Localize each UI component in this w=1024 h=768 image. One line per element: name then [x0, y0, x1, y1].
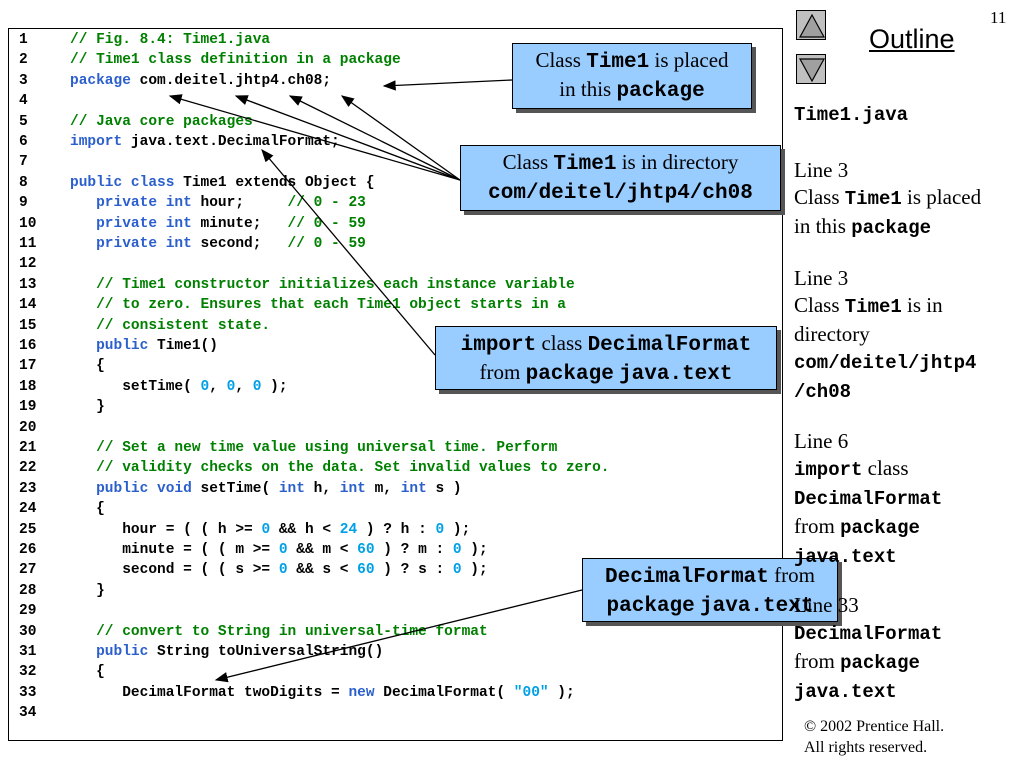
code-text: // Java core packages	[70, 113, 253, 130]
line-number: 2	[19, 52, 28, 69]
code-text: }	[70, 399, 105, 416]
line-number: 19	[19, 399, 37, 416]
code-text: // Time1 constructor initializes each in…	[96, 276, 575, 293]
line-number: 31	[19, 644, 37, 660]
arrow-dir-3	[288, 95, 461, 181]
code-text: {	[70, 358, 105, 375]
line-number: 16	[19, 338, 37, 354]
code-text: // Fig. 8.4: Time1.java	[70, 32, 271, 48]
code-text: // convert to String in universal-time f…	[96, 623, 488, 640]
triangle-down-icon	[798, 58, 826, 83]
arrow-dir-1	[168, 94, 461, 181]
code-text: private int minute; // 0 - 59	[96, 215, 366, 232]
line-number: 34	[19, 705, 37, 722]
code-text: import java.text.DecimalFormat;	[70, 134, 340, 150]
triangle-up-icon	[798, 13, 826, 38]
previous-slide-button[interactable]	[796, 10, 826, 40]
code-text: private int hour; // 0 - 23	[96, 195, 366, 212]
line-number: 17	[19, 358, 37, 375]
arrow-dir-2	[234, 95, 461, 181]
line-number: 20	[19, 419, 37, 436]
code-text: {	[70, 664, 105, 681]
arrow-decimalformat	[214, 589, 583, 683]
line-number: 25	[19, 521, 37, 538]
code-text: }	[70, 582, 105, 599]
copyright-notice: © 2002 Prentice Hall. All rights reserve…	[804, 718, 945, 756]
line-number: 15	[19, 317, 37, 334]
line-number: 8	[19, 174, 28, 191]
line-number: 1	[19, 32, 28, 48]
code-text: public void setTime( int h, int m, int s…	[96, 480, 462, 497]
line-number: 29	[19, 603, 37, 620]
next-slide-button[interactable]	[796, 54, 826, 84]
code-text: package com.deitel.jhtp4.ch08;	[70, 72, 332, 89]
code-text: setTime( 0, 0, 0 );	[70, 378, 288, 395]
page-number: 11	[990, 8, 1007, 27]
line-number: 22	[19, 460, 37, 477]
code-text: public String toUniversalString()	[96, 644, 384, 660]
code-text: DecimalFormat twoDigits = new DecimalFor…	[70, 684, 575, 701]
line-number: 26	[19, 542, 37, 558]
line-number: 27	[19, 562, 37, 579]
line-number: 9	[19, 195, 28, 212]
sidebar-file-name: Time1.java	[794, 104, 909, 126]
line-number: 10	[19, 215, 37, 232]
code-text: // Set a new time value using universal …	[96, 440, 558, 456]
line-number: 14	[19, 297, 37, 314]
line-number: 21	[19, 440, 37, 456]
line-number: 4	[19, 93, 28, 110]
line-number: 7	[19, 154, 28, 171]
line-number: 5	[19, 113, 28, 130]
line-number: 32	[19, 664, 37, 681]
line-number: 18	[19, 378, 37, 395]
line-number: 30	[19, 623, 37, 640]
line-number: 13	[19, 276, 37, 293]
line-number: 24	[19, 501, 37, 518]
code-text: {	[70, 501, 105, 518]
arrow-package	[382, 79, 513, 91]
code-text: minute = ( ( m >= 0 && m < 60 ) ? m : 0 …	[70, 542, 488, 558]
line-number: 12	[19, 256, 37, 273]
code-text: public Time1()	[96, 338, 218, 354]
code-text: // to zero. Ensures that each Time1 obje…	[96, 297, 566, 314]
code-text: hour = ( ( h >= 0 && h < 24 ) ? h : 0 );	[70, 521, 471, 538]
arrow-dir-4	[340, 95, 461, 181]
line-number: 3	[19, 72, 28, 89]
line-number: 23	[19, 480, 37, 497]
code-text: // validity checks on the data. Set inva…	[96, 460, 610, 477]
code-text: second = ( ( s >= 0 && s < 60 ) ? s : 0 …	[70, 562, 488, 579]
line-number: 11	[19, 236, 37, 252]
outline-title[interactable]: Outline	[869, 24, 955, 54]
line-number: 28	[19, 582, 37, 599]
code-text: // Time1 class definition in a package	[70, 52, 401, 69]
code-text: public class Time1 extends Object {	[70, 174, 375, 191]
code-text: // consistent state.	[96, 317, 271, 334]
code-text: private int second; // 0 - 59	[96, 236, 366, 252]
line-number: 6	[19, 134, 28, 150]
arrow-import	[261, 149, 436, 356]
line-number: 33	[19, 684, 37, 701]
